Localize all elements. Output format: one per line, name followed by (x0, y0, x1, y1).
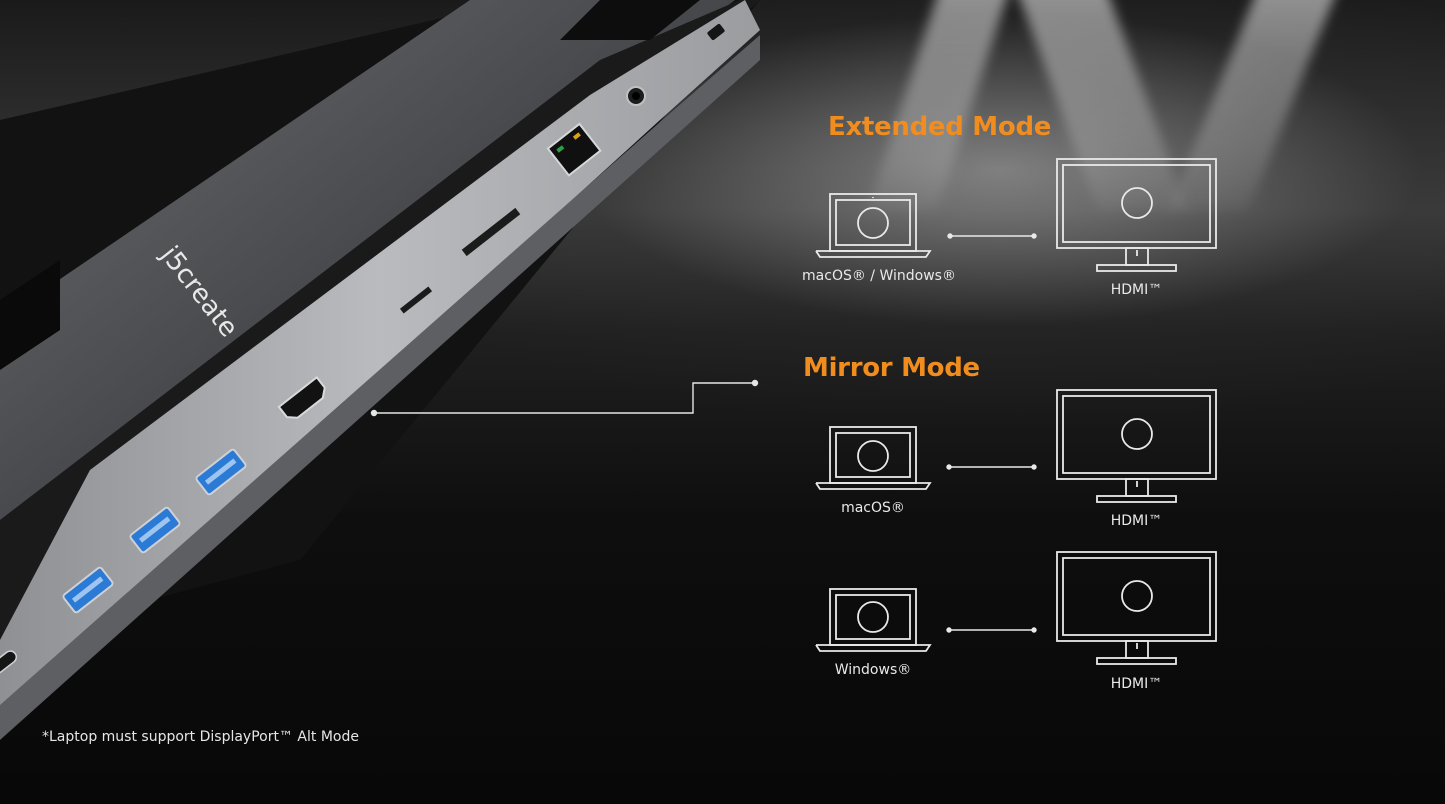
mirror-mode-title: Mirror Mode (803, 353, 980, 383)
usb-a-port (195, 448, 247, 496)
sd-slot (461, 207, 521, 257)
mirror-macos-link-line (946, 464, 1037, 470)
extended-monitor-icon: 2 (1056, 158, 1217, 272)
docking-station: j5create (0, 0, 760, 740)
dock-foot (0, 260, 60, 370)
extended-link-line (947, 233, 1037, 239)
hdmi-port (277, 375, 326, 419)
usb-c-port (0, 650, 18, 674)
ethernet-port (546, 122, 602, 177)
mirror-macos-monitor-label: HDMI™ (1110, 513, 1163, 529)
mirror-windows-laptop-icon: 1 (815, 588, 932, 652)
monitor-number: 2 (1131, 191, 1144, 215)
laptop-number: 1 (867, 444, 880, 468)
dock-foot (560, 0, 700, 40)
monitor-number: 1 (1131, 422, 1144, 446)
mirror-macos-monitor-icon: 1 (1056, 389, 1217, 503)
mirror-windows-monitor-icon: 1 (1056, 551, 1217, 665)
laptop-number: 1 (867, 605, 880, 629)
hdmi-callout-line (370, 379, 759, 417)
dock-bottom-edge (0, 35, 760, 740)
usb-a-port (62, 566, 114, 614)
extended-laptop-label: macOS® / Windows® (802, 268, 956, 284)
mirror-windows-laptop-label: Windows® (834, 662, 912, 678)
usb-a-port (129, 506, 181, 554)
kensington-slot (707, 23, 725, 41)
mirror-macos-laptop-icon: 1 (815, 426, 932, 490)
monitor-number: 1 (1131, 584, 1144, 608)
audio-jack (626, 86, 646, 106)
extended-laptop-icon: 1 (815, 193, 932, 258)
footnote: *Laptop must support DisplayPort™ Alt Mo… (42, 729, 359, 745)
laptop-number: 1 (867, 211, 880, 235)
mirror-windows-monitor-label: HDMI™ (1110, 676, 1163, 692)
extended-mode-title: Extended Mode (828, 112, 1052, 142)
mirror-windows-link-line (946, 627, 1037, 633)
microsd-slot (399, 286, 433, 314)
mirror-macos-laptop-label: macOS® (841, 500, 905, 516)
extended-monitor-label: HDMI™ (1110, 282, 1163, 298)
